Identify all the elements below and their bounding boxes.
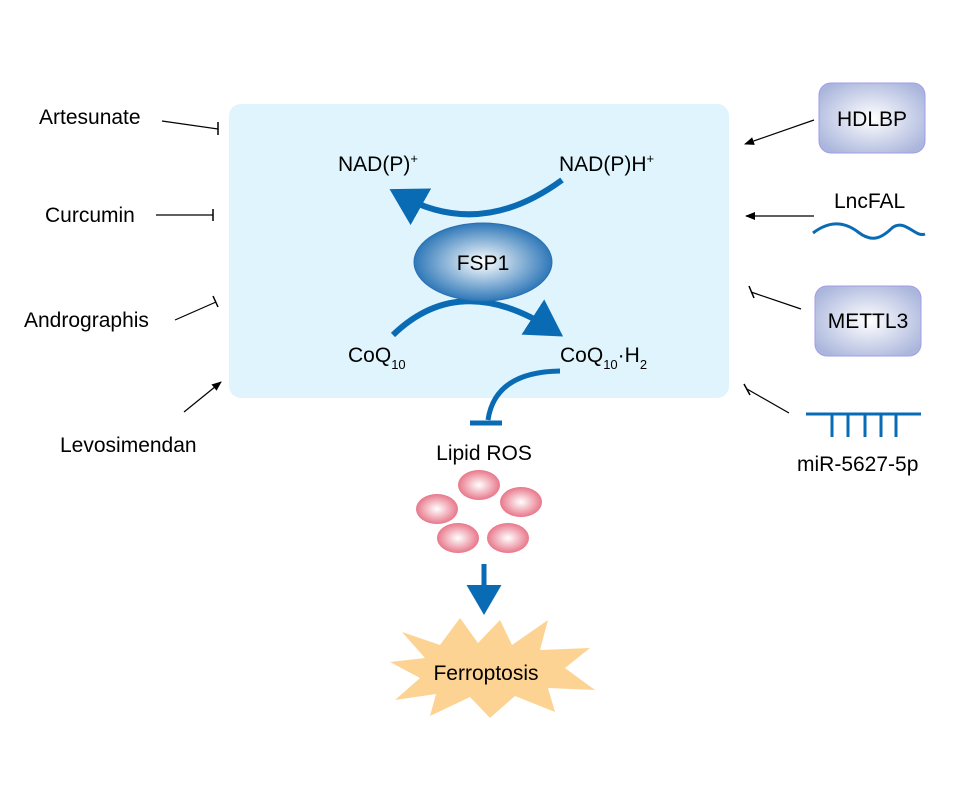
- hdlbp-box: [818, 82, 926, 154]
- fsp1-enzyme: [413, 222, 553, 302]
- mettl3-inhibition-line: [750, 291, 802, 310]
- lipid-ros-droplets: [416, 470, 542, 553]
- inhibition-bar: [212, 295, 219, 308]
- andrographis-label: Andrographis: [24, 309, 149, 332]
- artesunate-label: Artesunate: [39, 106, 141, 129]
- nadp-label: NAD(P)+: [338, 151, 418, 176]
- mirna-comb-icon: [806, 412, 921, 437]
- ros-droplet: [437, 523, 479, 553]
- mir-inhibition-line: [746, 388, 790, 414]
- lncfal-label: LncFAL: [834, 190, 905, 213]
- nadph-label: NAD(P)H+: [559, 151, 654, 176]
- ferroptosis-burst: [390, 618, 595, 718]
- ros-droplet: [500, 487, 542, 517]
- mettl3-box: [814, 285, 922, 357]
- inhibition-bar: [743, 383, 751, 396]
- mir-5627-5p-label: miR-5627-5p: [797, 453, 918, 476]
- lipid-ros-label: Lipid ROS: [436, 442, 532, 465]
- coq10h2-label: CoQ10·H2: [560, 344, 647, 372]
- ros-droplet: [458, 470, 500, 500]
- fsp1-label: FSP1: [457, 252, 510, 275]
- levosimendan-label: Levosimendan: [60, 434, 197, 457]
- levosimendan-activation-arrow: [183, 381, 222, 413]
- coq10-label: CoQ10: [348, 344, 406, 372]
- lncfal-rna-wave: [812, 222, 926, 240]
- mettl3-label: METTL3: [828, 310, 909, 333]
- andrographis-inhibition-line: [174, 301, 217, 321]
- nadph-to-nadp-arrow: [389, 177, 564, 226]
- ferroptosis-label: Ferroptosis: [433, 662, 538, 685]
- curcumin-label: Curcumin: [45, 204, 135, 227]
- ros-droplet: [487, 523, 529, 553]
- hdlbp-activation-arrow: [744, 119, 815, 145]
- artesunate-inhibition-line: [161, 120, 219, 130]
- ros-droplet: [416, 494, 458, 524]
- coq-to-coqh2-arrow: [390, 298, 564, 338]
- coqh2-inhibits-lipid-ros: [485, 368, 561, 421]
- hdlbp-label: HDLBP: [837, 108, 907, 131]
- inhibition-bar: [748, 285, 755, 299]
